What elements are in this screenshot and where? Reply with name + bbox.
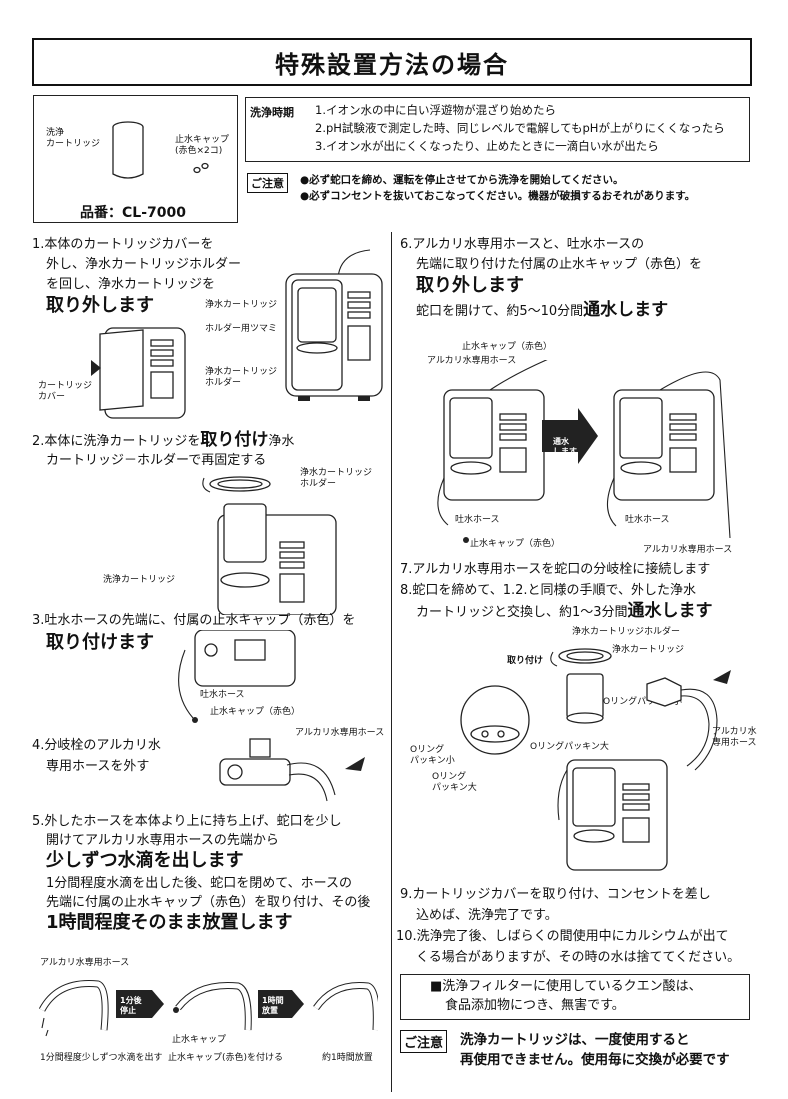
step6-line3: 蛇口を開けて、約5～10分間通水します <box>416 300 668 322</box>
step1-cover-label: カートリッジ カバー <box>38 381 93 402</box>
step6-hose2-label: 吐水ホース <box>625 515 670 525</box>
step2-wash-label: 洗浄カートリッジ <box>103 575 176 585</box>
step6-bold: 取り外します <box>416 275 524 296</box>
step4-hose-label: アルカリ水専用ホース <box>295 728 385 738</box>
step8-pre: カートリッジと交換し、約1～3分間 <box>416 605 628 620</box>
step10-line2: くる場合がありますが、その時の水は捨ててください。 <box>416 950 741 965</box>
step8-alk-label: アルカリ水 専用ホース <box>712 727 757 748</box>
step1-knob-label: ホルダー用ツマミ <box>205 324 278 334</box>
step2-pre: 2.本体に洗浄カートリッジを <box>32 434 201 449</box>
step1-line3: を回し、浄水カートリッジを <box>46 277 216 292</box>
caution-bottom-label: ご注意 <box>400 1030 448 1053</box>
step5-caption-3: 約1時間放置 <box>322 1053 373 1063</box>
step6-cap-label: 止水キャップ（赤色） <box>462 342 553 352</box>
step6-pre: 蛇口を開けて、約5～10分間 <box>416 304 584 319</box>
step6-alk2-label: アルカリ水専用ホース <box>643 545 733 555</box>
step1-small-unit-illustration <box>91 327 186 419</box>
step2-line2: カートリッジ－ホルダーで再固定する <box>46 453 267 468</box>
step1-holder-label: 浄水カートリッジ ホルダー <box>205 367 278 388</box>
step6-bold2: 通水します <box>583 300 669 320</box>
step9-line2: 込めば、洗浄完了です。 <box>416 908 558 923</box>
step8-oring-small-label-1: Oリングパッキン小 <box>603 697 682 707</box>
cleaning-time-item-3: 3.イオン水が出にくくなったり、止めたときに一滴白い水が出たら <box>315 139 659 153</box>
step5-line2: 開けてアルカリ水専用ホースの先端から <box>46 833 279 848</box>
note-line-2: 食品添加物につき、無害です。 <box>445 998 625 1013</box>
step6-line1: 6.アルカリ水専用ホースと、吐水ホースの <box>400 237 645 252</box>
cleaning-time-box <box>245 97 750 162</box>
step6-units-illustration <box>437 360 731 543</box>
step3-line1: 3.吐水ホースの先端に、付属の止水キャップ（赤色）を <box>32 613 356 628</box>
step5-hose-label: アルカリ水専用ホース <box>40 958 130 968</box>
page-title: 特殊設置方法の場合 <box>275 50 509 79</box>
step5-line1: 5.外したホースを本体より上に持ち上げ、蛇口を少し <box>32 814 342 829</box>
step5-cap-label: 止水キャップ <box>172 1035 227 1045</box>
column-divider <box>391 232 392 1092</box>
caution-top-label: ご注意 <box>247 173 288 193</box>
step6-flow-label: 通水 します <box>553 437 577 456</box>
step2-bold: 取り付け <box>200 430 269 450</box>
caution-bottom-line-1: 洗浄カートリッジは、一度使用すると <box>460 1032 690 1048</box>
step4-line1: 4.分岐栓のアルカリ水 <box>32 738 161 753</box>
step2-holder-label: 浄水カートリッジ ホルダー <box>300 468 373 489</box>
step5-bold1: 少しずつ水滴を出します <box>46 850 244 871</box>
step6-alk-label: アルカリ水専用ホース <box>427 356 517 366</box>
step1-unit-illustration <box>285 249 383 401</box>
step8-assembly-illustration <box>460 648 731 871</box>
step8-oring-small-label-2: Oリング パッキン小 <box>410 745 455 766</box>
cleaning-time-item-1: 1.イオン水の中に白い浮遊物が混ざり始めたら <box>315 103 556 117</box>
cartridge-label: 洗浄 カートリッジ <box>46 128 101 149</box>
page-title-box: 特殊設置方法の場合 <box>32 38 752 86</box>
step8-line2: カートリッジと交換し、約1～3分間通水します <box>416 601 713 623</box>
step4-faucet-illustration <box>219 738 365 802</box>
step10-line1: 10.洗浄完了後、しばらくの間使用中にカルシウムが出て <box>396 929 729 944</box>
step5-bold2: 1時間程度そのまま放置します <box>46 912 293 933</box>
model-number: 品番：CL-7000 <box>80 205 186 221</box>
step1-line1: 1.本体のカートリッジカバーを <box>32 237 214 252</box>
step3-cap-label: 止水キャップ（赤色） <box>210 707 301 717</box>
step6-cap2-label: 止水キャップ（赤色） <box>470 539 561 549</box>
cleaning-time-item-2: 2.pH試験液で測定した時、同じレベルで電解してもpHが上がりにくくなったら <box>315 121 725 135</box>
step3-hose-label: 吐水ホース <box>200 690 245 700</box>
note-line-1: ■洗浄フィルターに使用しているクエン酸は、 <box>430 979 702 994</box>
step5-stop-label: 1分後 停止 <box>120 996 142 1015</box>
step5-leave-label: 1時間 放置 <box>262 996 284 1015</box>
wash-cartridge-illustration <box>112 121 209 179</box>
step5-caption-2: 止水キャップ(赤色)を付ける <box>168 1053 284 1063</box>
step5-sequence-illustration <box>38 980 378 1037</box>
step4-line2: 専用ホースを外す <box>46 759 150 774</box>
step8-bold: 通水します <box>627 601 713 621</box>
step3-hose-illustration <box>178 630 296 723</box>
step8-oring-large-label-1: Oリングパッキン大 <box>530 742 609 752</box>
step2-unit-illustration <box>202 476 337 615</box>
cap-label: 止水キャップ (赤色×2コ) <box>175 135 230 156</box>
step1-bold: 取り外します <box>46 295 154 316</box>
caution-top-line-2: ●必ずコンセントを抜いておこなってください。機器が破損するおそれがあります。 <box>300 190 696 202</box>
step8-holder-label: 浄水カートリッジホルダー <box>572 627 681 637</box>
step8-cartridge-label: 浄水カートリッジ <box>612 645 685 655</box>
step1-cartridge-label: 浄水カートリッジ <box>205 300 278 310</box>
step9-line1: 9.カートリッジカバーを取り付け、コンセントを差し <box>400 887 711 902</box>
caution-bottom-line-2: 再使用できません。使用毎に交換が必要です <box>460 1052 730 1068</box>
cleaning-time-label: 洗浄時期 <box>250 106 294 119</box>
step7-line1: 7.アルカリ水専用ホースを蛇口の分岐栓に接続します <box>400 562 711 577</box>
step5-caption-1: 1分間程度少しずつ水滴を出す <box>40 1053 163 1063</box>
step8-attach-label: 取り付け <box>507 656 544 666</box>
step8-line1: 8.蛇口を締めて、1.2.と同様の手順で、外した浄水 <box>400 583 697 598</box>
step5-line3: 1分間程度水滴を出した後、蛇口を閉めて、ホースの <box>46 876 352 891</box>
step8-oring-large-label-2: Oリング パッキン大 <box>432 772 477 793</box>
step2-post: 浄水 <box>268 434 295 449</box>
step2-line1: 2.本体に洗浄カートリッジを取り付け浄水 <box>32 430 294 452</box>
parts-box <box>33 95 238 223</box>
step3-bold: 取り付けます <box>46 632 154 653</box>
step5-line4: 先端に付属の止水キャップ（赤色）を取り付け、その後 <box>46 895 371 910</box>
step1-line2: 外し、浄水カートリッジホルダー <box>46 257 242 272</box>
caution-top-line-1: ●必ず蛇口を締め、運転を停止させてから洗浄を開始してください。 <box>300 174 624 186</box>
note-box <box>400 974 750 1020</box>
step6-hose1-label: 吐水ホース <box>455 515 500 525</box>
step6-line2: 先端に取り付けた付属の止水キャップ（赤色）を <box>416 257 703 272</box>
